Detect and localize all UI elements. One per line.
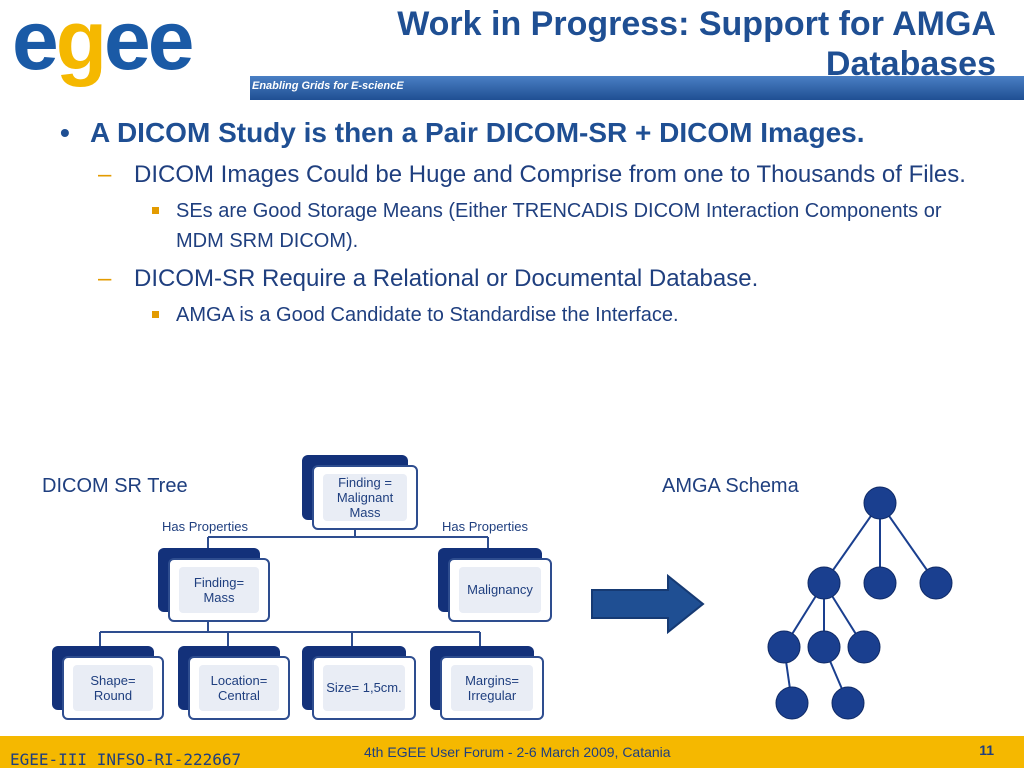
node-label: Shape= Round — [72, 664, 154, 712]
node-label: Finding= Mass — [178, 566, 260, 614]
bullet-level-3: SEs are Good Storage Means (Either TRENC… — [134, 196, 970, 256]
schema-node — [807, 566, 841, 600]
schema-node — [767, 630, 801, 664]
tree-node-root: Finding = Malignant Mass — [302, 455, 418, 530]
header-bar — [250, 76, 1024, 100]
bullet-level-3: AMGA is a Good Candidate to Standardise … — [134, 300, 970, 330]
node-label: Finding = Malignant Mass — [323, 473, 407, 522]
title-line-2: Databases — [825, 45, 996, 83]
bullet-level-1: •A DICOM Study is then a Pair DICOM-SR +… — [50, 114, 970, 152]
bullet-level-2: –DICOM-SR Require a Relational or Docume… — [88, 262, 970, 296]
tree-node-size: Size= 1,5cm. — [302, 646, 416, 720]
title-line-1: Work in Progress: Support for AMGA — [397, 5, 996, 43]
egee-logo: egee — [0, 0, 252, 100]
amga-schema-label: AMGA Schema — [662, 475, 799, 497]
footer-event: 4th EGEE User Forum - 2-6 March 2009, Ca… — [364, 744, 671, 760]
schema-node — [919, 566, 953, 600]
node-label: Location= Central — [198, 664, 280, 712]
square-bullet-icon — [152, 207, 159, 214]
bullet-list: •A DICOM Study is then a Pair DICOM-SR +… — [50, 114, 970, 330]
node-label: Size= 1,5cm. — [323, 664, 405, 712]
schema-node — [863, 486, 897, 520]
logo-wordmark: egee — [12, 0, 194, 87]
schema-node — [831, 686, 865, 720]
square-bullet-icon — [152, 311, 159, 318]
tree-node-shape: Shape= Round — [52, 646, 164, 720]
page-title: Work in Progress: Support for AMGA Datab… — [397, 4, 996, 84]
dash-icon: – — [98, 265, 112, 292]
bullet-level-2: –DICOM Images Could be Huge and Comprise… — [88, 158, 970, 192]
tagline: Enabling Grids for E-sciencE — [252, 80, 404, 92]
schema-node — [847, 630, 881, 664]
dicom-sr-tree-label: DICOM SR Tree — [42, 475, 188, 497]
dash-icon: – — [98, 161, 112, 188]
right-arrow-icon — [591, 573, 705, 635]
schema-node — [807, 630, 841, 664]
node-label: Malignancy — [459, 566, 541, 614]
footer-bar: EGEE-III INFSO-RI-222667 4th EGEE User F… — [0, 736, 1024, 769]
bullet-dot-icon: • — [60, 117, 70, 148]
tree-node-margins: Margins= Irregular — [430, 646, 544, 720]
schema-node — [863, 566, 897, 600]
tree-node-malignancy: Malignancy — [438, 548, 552, 622]
tree-node-finding-mass: Finding= Mass — [158, 548, 270, 622]
footer-project-id: EGEE-III INFSO-RI-222667 — [10, 750, 242, 769]
has-properties-label-left: Has Properties — [162, 519, 248, 534]
node-label: Margins= Irregular — [451, 664, 533, 712]
schema-node — [775, 686, 809, 720]
page-number: 11 — [979, 742, 994, 758]
has-properties-label-right: Has Properties — [442, 519, 528, 534]
tree-node-location: Location= Central — [178, 646, 290, 720]
